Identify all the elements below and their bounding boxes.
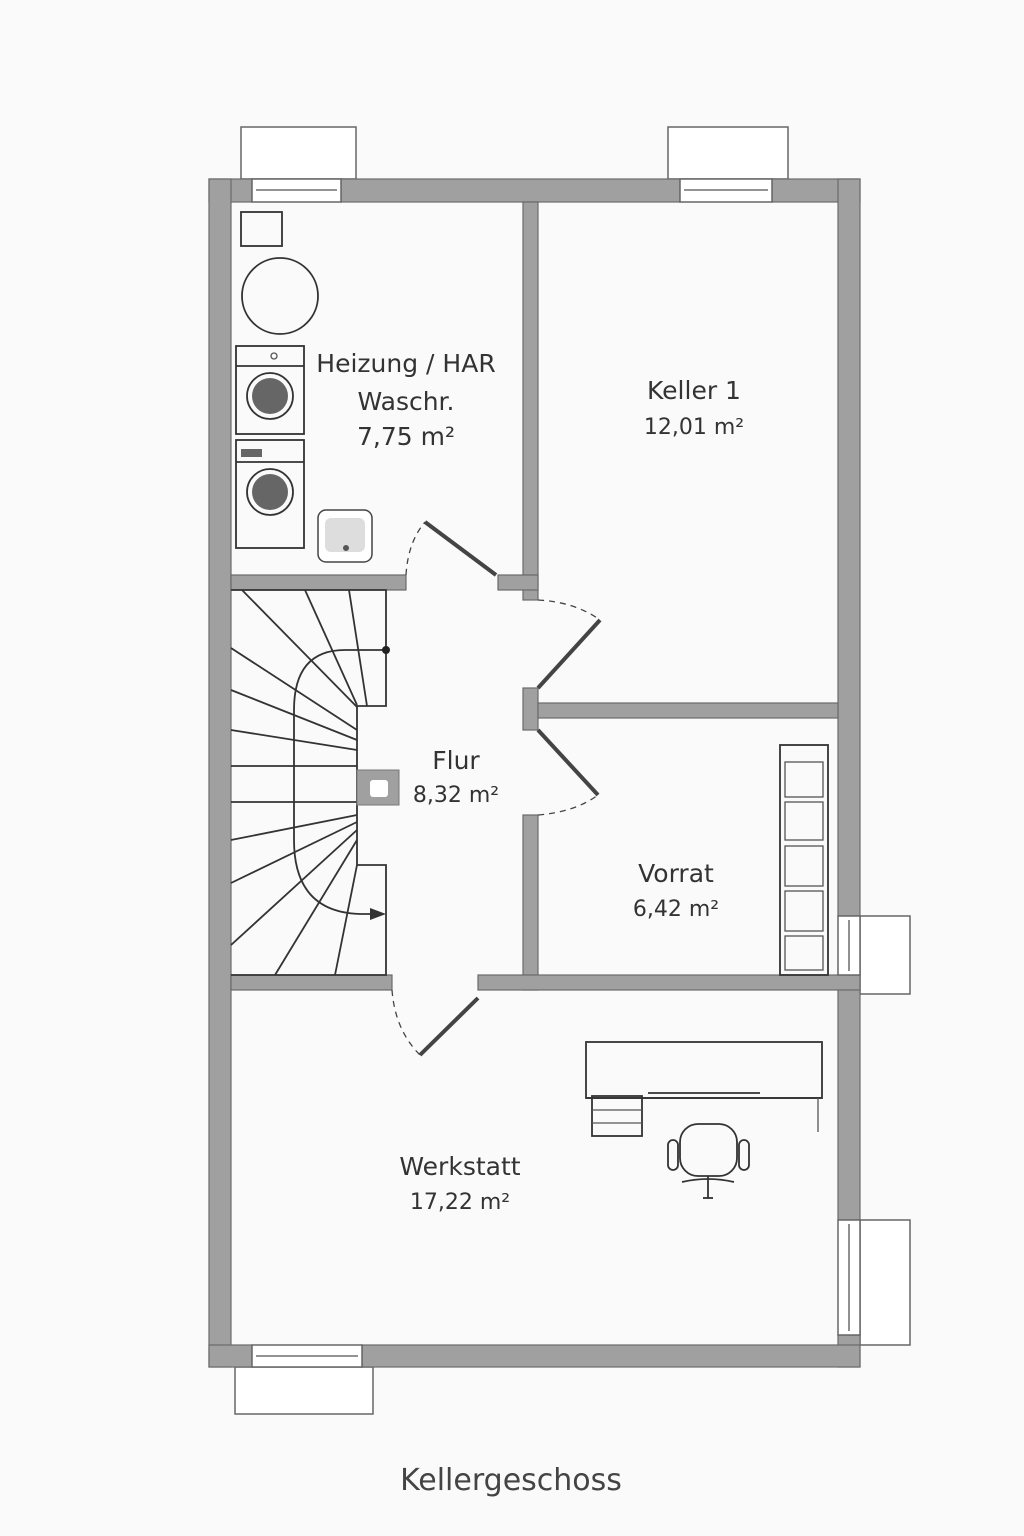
room-area: 6,42 m² xyxy=(633,897,719,922)
room-area: 7,75 m² xyxy=(357,422,455,451)
walls xyxy=(208,178,861,1368)
door-heizung xyxy=(405,520,498,577)
light-wells xyxy=(234,126,911,1415)
washing-machine-icon xyxy=(235,345,305,435)
boiler-icon xyxy=(240,211,283,247)
room-heizung: Heizung / HAR Waschr. 7,75 m² xyxy=(316,349,495,451)
room-name: Keller 1 xyxy=(647,376,741,405)
room-flur: Flur 8,32 m² xyxy=(413,746,499,808)
dryer-icon xyxy=(235,439,305,549)
room-area: 17,22 m² xyxy=(410,1190,510,1215)
windows xyxy=(251,178,861,1368)
door-werkstatt xyxy=(391,989,480,1057)
workbench-icon xyxy=(585,1041,823,1137)
room-name: Vorrat xyxy=(638,859,714,888)
water-tank-icon xyxy=(241,257,319,335)
door-vorrat xyxy=(536,728,600,816)
chair-icon xyxy=(667,1123,750,1199)
sink-icon xyxy=(317,509,373,563)
room-name: Waschr. xyxy=(358,387,455,416)
room-vorrat: Vorrat 6,42 m² xyxy=(633,859,719,922)
room-area: 12,01 m² xyxy=(644,415,744,440)
utility-fixtures xyxy=(235,211,373,563)
room-werkstatt: Werkstatt 17,22 m² xyxy=(399,1152,520,1215)
floor-title: Kellergeschoss xyxy=(400,1463,622,1498)
room-name: Flur xyxy=(432,746,480,775)
room-name: Heizung / HAR xyxy=(316,349,495,378)
room-name: Werkstatt xyxy=(399,1152,520,1181)
shelf-icon xyxy=(779,744,829,976)
staircase xyxy=(230,589,400,976)
room-area: 8,32 m² xyxy=(413,783,499,808)
doors xyxy=(391,520,602,1057)
room-keller-1: Keller 1 12,01 m² xyxy=(644,376,744,440)
door-keller xyxy=(536,599,602,690)
